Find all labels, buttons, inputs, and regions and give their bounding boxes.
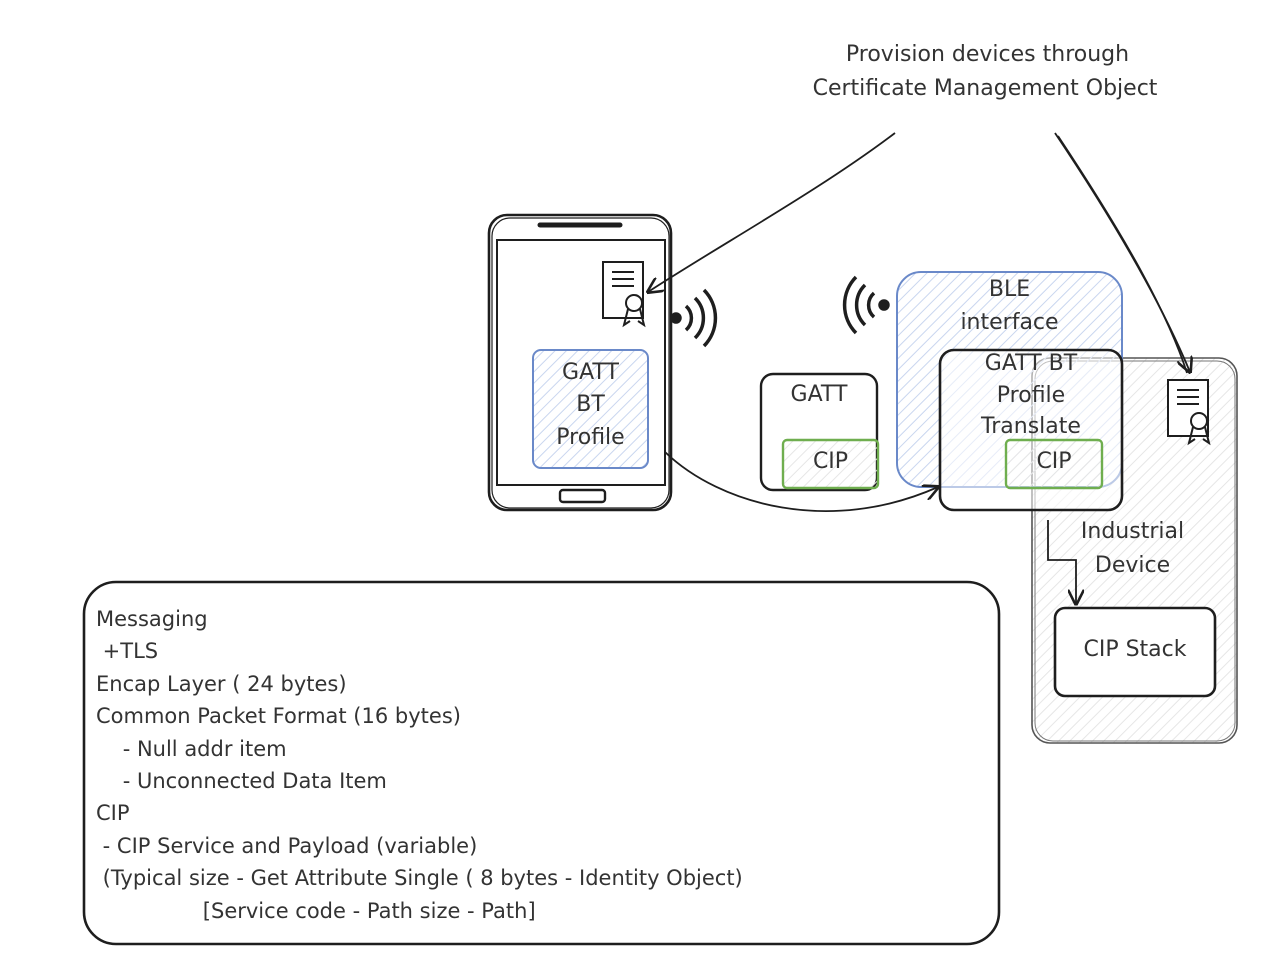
signal-icon-right xyxy=(670,288,718,348)
messaging-text: Messaging +TLS Encap Layer ( 24 bytes) C… xyxy=(96,603,991,927)
industrial-device-line-1: Industrial xyxy=(1080,519,1185,544)
arrow-translate-to-stack xyxy=(1047,520,1076,604)
gatt-box-cip: CIP xyxy=(812,449,849,474)
phone-gatt-profile-box xyxy=(532,349,649,469)
messaging-box xyxy=(82,580,1001,946)
phone-profile-line-3: Profile xyxy=(556,425,625,450)
phone-profile-line-1: GATT xyxy=(562,360,619,385)
messaging-line: Encap Layer ( 24 bytes) xyxy=(96,671,347,696)
connectors xyxy=(648,132,1190,604)
annotation-line-2: Certificate Management Object xyxy=(812,76,1158,101)
messaging-line: (Typical size - Get Attribute Single ( 8… xyxy=(96,866,743,891)
arrow-phone-to-translate xyxy=(664,451,938,512)
messaging-line: - Unconnected Data Item xyxy=(96,769,387,794)
cip-stack-label: CIP Stack xyxy=(1083,637,1187,662)
arrow-to-phone-cert xyxy=(648,132,896,292)
translate-box xyxy=(938,348,1124,512)
device-certificate-icon xyxy=(1167,379,1211,446)
messaging-line: [Service code - Path size - Path] xyxy=(96,898,536,923)
ble-interface-line-1: BLE xyxy=(988,277,1031,302)
gatt-box-label: GATT xyxy=(790,382,848,407)
annotation-line-1: Provision devices through xyxy=(845,42,1130,67)
signal-icon-left xyxy=(842,275,890,335)
translate-cip: CIP xyxy=(1036,449,1072,474)
messaging-line: +TLS xyxy=(96,639,159,664)
messaging-line: Common Packet Format (16 bytes) xyxy=(96,704,461,729)
messaging-line: CIP xyxy=(96,801,130,826)
translate-line-3: Translate xyxy=(981,414,1081,439)
industrial-device-line-2: Device xyxy=(1094,553,1171,578)
gatt-box xyxy=(759,372,880,492)
ble-interface-line-2: interface xyxy=(960,310,1059,335)
phone-certificate-icon xyxy=(602,261,646,328)
translate-line-1: GATT BT xyxy=(984,351,1078,376)
cip-stack-box xyxy=(1053,606,1217,698)
messaging-line: - Null addr item xyxy=(96,736,287,761)
translate-line-2: Profile xyxy=(996,383,1066,408)
phone-profile-line-2: BT xyxy=(576,392,605,417)
arrow-to-device-cert-2 xyxy=(1057,135,1188,374)
messaging-line: - CIP Service and Payload (variable) xyxy=(96,833,478,858)
messaging-line: Messaging xyxy=(96,607,208,631)
